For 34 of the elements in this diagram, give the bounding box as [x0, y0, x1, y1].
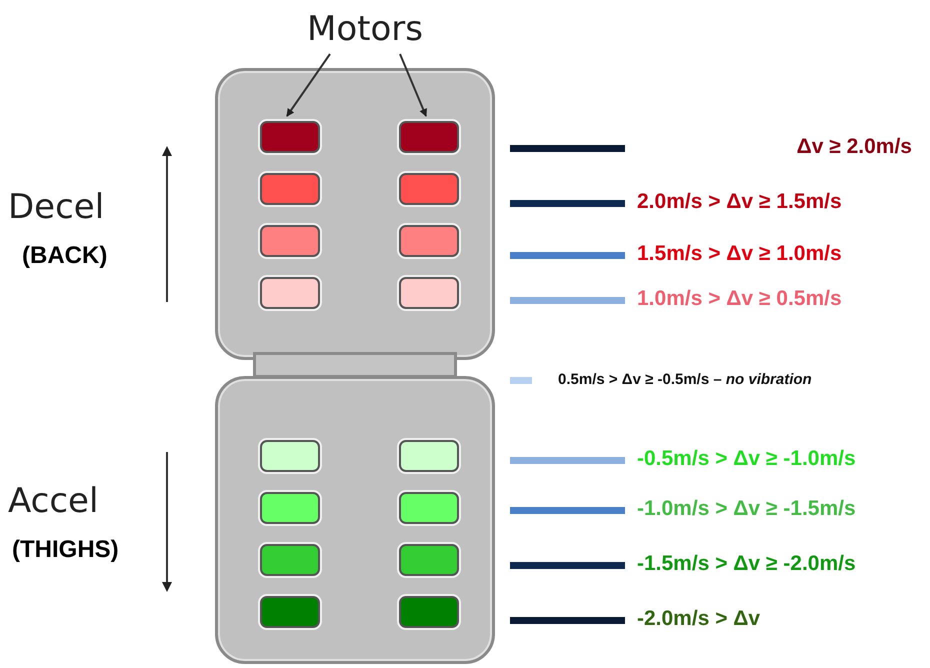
legend-label: 0.5m/s > Δv ≥ -0.5m/s – no vibration	[558, 372, 812, 387]
vibration-motor	[260, 225, 320, 257]
legend-label: 1.5m/s > Δv ≥ 1.0m/s	[637, 243, 842, 264]
motors-label: Motors	[270, 8, 460, 50]
vibration-motor	[260, 121, 320, 153]
vibration-motor	[399, 121, 459, 153]
vibration-motor	[260, 596, 320, 628]
vibration-motor	[260, 492, 320, 524]
vibration-motor	[260, 173, 320, 205]
vibration-motor	[260, 544, 320, 576]
connector-strap	[253, 352, 457, 378]
body-part-label: (THIGHS)	[12, 535, 119, 565]
vibration-motor	[260, 440, 320, 472]
body-part-label: (BACK)	[22, 241, 108, 271]
legend-label: 2.0m/s > Δv ≥ 1.5m/s	[637, 191, 842, 212]
legend-label: -1.0m/s > Δv ≥ -1.5m/s	[637, 498, 856, 520]
direction-label: Decel	[8, 186, 104, 229]
arrow	[286, 53, 331, 117]
vibration-motor	[399, 225, 459, 257]
legend-label: 1.0m/s > Δv ≥ 0.5m/s	[637, 288, 842, 310]
legend-label: -1.5m/s > Δv ≥ -2.0m/s	[637, 553, 856, 574]
vest-panel	[215, 68, 495, 360]
legend-label: -0.5m/s > Δv ≥ -1.0m/s	[637, 448, 856, 470]
vibration-motor	[260, 277, 320, 309]
vibration-motor	[399, 544, 459, 576]
legend-label: -2.0m/s > Δv	[637, 608, 760, 630]
vibration-motor	[399, 440, 459, 472]
legend-label: Δv ≥ 2.0m/s	[796, 136, 912, 158]
vest-panel	[215, 376, 495, 664]
direction-label: Accel	[8, 480, 98, 523]
vibration-motor	[399, 596, 459, 628]
vibration-motor	[399, 277, 459, 309]
vibration-motor	[399, 492, 459, 524]
vibration-motor	[399, 173, 459, 205]
